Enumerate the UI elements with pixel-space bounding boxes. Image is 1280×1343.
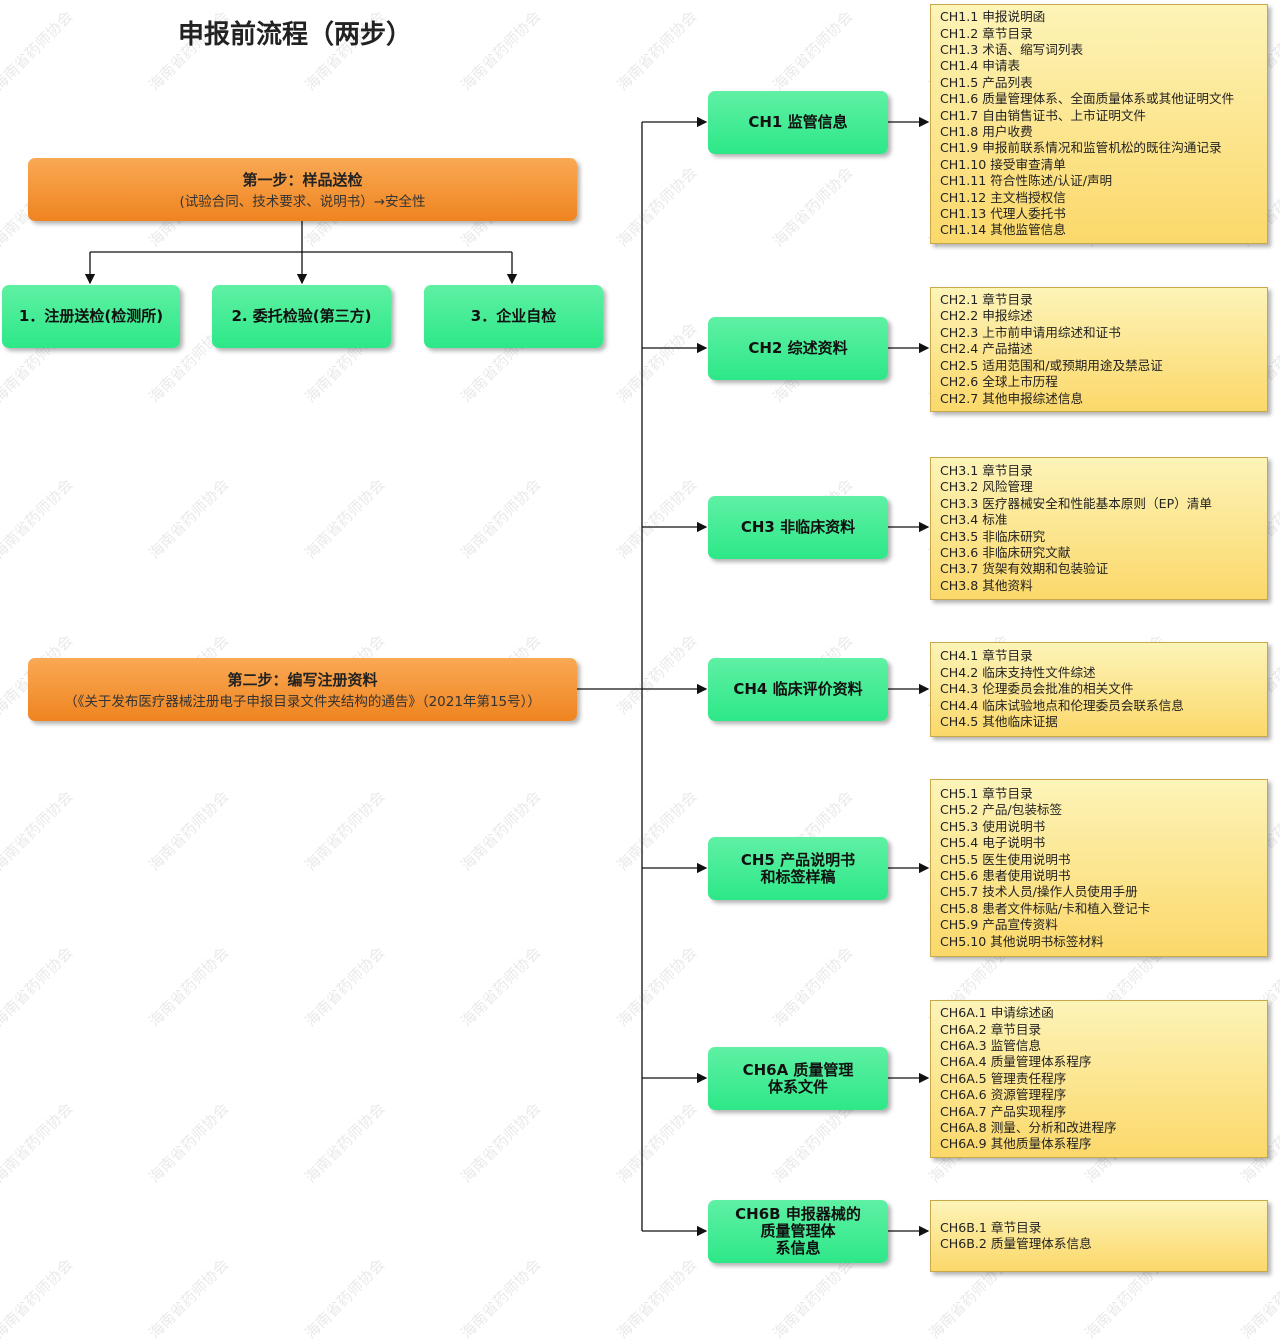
chapter-item: CH4.3 伦理委员会批准的相关文件 [940, 681, 1134, 697]
chapter-item: CH3.2 风险管理 [940, 479, 1033, 495]
chapter-item: CH1.13 代理人委托书 [940, 206, 1066, 222]
chapter-item: CH2.3 上市前申请用综述和证书 [940, 324, 1121, 340]
chapter-item: CH5.7 技术人员/操作人员使用手册 [940, 884, 1138, 900]
chapter-item: CH6A.6 资源管理程序 [940, 1087, 1067, 1103]
option-box: 1．注册送检(检测所) [2, 285, 180, 348]
chapter-item: CH1.6 质量管理体系、全面质量体系或其他证明文件 [940, 91, 1235, 107]
step2-subtitle: （《关于发布医疗器械注册电子申报目录文件夹结构的通告》（2021年第15号）） [64, 694, 541, 710]
chapter-box: CH6A 质量管理 体系文件 [708, 1047, 888, 1110]
chapter-item: CH3.1 章节目录 [940, 462, 1033, 478]
chapter-item: CH5.4 电子说明书 [940, 835, 1046, 851]
chapter-item: CH3.5 非临床研究 [940, 528, 1046, 544]
chapter-item: CH4.2 临床支持性文件综述 [940, 664, 1096, 680]
chapter-item: CH2.1 章节目录 [940, 292, 1033, 308]
chapter-item: CH1.10 接受审查清单 [940, 156, 1066, 172]
chapter-item: CH5.6 患者使用说明书 [940, 868, 1071, 883]
chapter-item: CH6A.5 管理责任程序 [940, 1070, 1067, 1086]
chapter-item: CH4.5 其他临床证据 [940, 714, 1058, 730]
chapter-item: CH5.5 医生使用说明书 [940, 851, 1071, 867]
chapter-item: CH2.4 产品描述 [940, 341, 1033, 357]
chapter-item: CH5.3 使用说明书 [940, 818, 1046, 834]
chapter-item: CH2.5 适用范围和/或预期用途及禁忌证 [940, 357, 1163, 373]
chapter-box: CH1 监管信息 [708, 91, 888, 154]
chapter-box: CH5 产品说明书 和标签样稿 [708, 837, 888, 900]
chapter-item: CH1.2 章节目录 [940, 25, 1033, 41]
chapter-item: CH6A.9 其他质量体系程序 [940, 1136, 1092, 1152]
chapter-item: CH5.2 产品/包装标签 [940, 802, 1063, 818]
chapter-item: CH1.4 申请表 [940, 58, 1021, 74]
chapter-item: CH1.7 自由销售证书、上市证明文件 [940, 107, 1147, 123]
chapter-item: CH3.7 货架有效期和包装验证 [940, 561, 1109, 577]
chapter-item: CH2.6 全球上市历程 [940, 374, 1058, 390]
chapter-item: CH3.8 其他资料 [940, 577, 1033, 593]
chapter-item: CH5.8 患者文件标贴/卡和植入登记卡 [940, 900, 1151, 916]
step2-title: 第二步：编写注册资料 [227, 671, 378, 689]
option-box: 2. 委托检验(第三方) [212, 285, 391, 348]
chapter-box: CH4 临床评价资料 [708, 658, 888, 721]
page-title: 申报前流程（两步） [177, 20, 412, 50]
chapter-item: CH6A.3 监管信息 [940, 1037, 1042, 1053]
chapter-item: CH6A.1 申请综述函 [940, 1005, 1054, 1021]
chapter-item: CH1.8 用户收费 [940, 124, 1033, 139]
chapter-item: CH6A.7 产品实现程序 [940, 1103, 1067, 1119]
option-box: 3．企业自检 [424, 285, 603, 348]
chapter-item: CH6B.2 质量管理体系信息 [940, 1236, 1092, 1251]
chapter-item: CH2.2 申报综述 [940, 308, 1033, 324]
chapter-item: CH1.5 产品列表 [940, 74, 1033, 90]
chapter-item: CH6A.2 章节目录 [940, 1021, 1042, 1037]
chapter-item: CH2.7 其他申报综述信息 [940, 390, 1084, 406]
connector-lines [84, 116, 930, 1237]
chapter-item: CH6A.8 测量、分析和改进程序 [940, 1120, 1117, 1136]
chapter-box: CH3 非临床资料 [708, 496, 888, 559]
chapter-item: CH1.3 术语、缩写词列表 [940, 41, 1084, 57]
chapter-box: CH2 综述资料 [708, 317, 888, 380]
step1-box: 第一步：样品送检 (试验合同、技术要求、说明书）→安全性 [28, 158, 577, 221]
chapter-item: CH3.4 标准 [940, 512, 1008, 528]
chapter-item: CH1.11 符合性陈述/认证/声明 [940, 173, 1113, 189]
chapter-item: CH1.1 申报说明函 [940, 9, 1046, 25]
chapter-item: CH4.4 临床试验地点和伦理委员会联系信息 [940, 697, 1184, 713]
chapter-item: CH1.14 其他监管信息 [940, 222, 1066, 238]
chapter-item: CH5.1 章节目录 [940, 785, 1033, 801]
step1-subtitle: (试验合同、技术要求、说明书）→安全性 [179, 194, 426, 210]
chapter-item: CH5.10 其他说明书标签材料 [940, 933, 1104, 949]
step1-title: 第一步：样品送检 [242, 171, 363, 189]
chapter-item: CH3.6 非临床研究文献 [940, 544, 1071, 560]
chapter-item: CH1.12 主文档授权信 [940, 189, 1066, 205]
chapter-item: CH3.3 医疗器械安全和性能基本原则（EP）清单 [940, 495, 1212, 511]
chapter-item: CH4.1 章节目录 [940, 648, 1033, 664]
chapter-item: CH5.9 产品宣传资料 [940, 917, 1058, 933]
chapter-item: CH1.9 申报前联系情况和监管机松的既往沟通记录 [940, 140, 1222, 156]
step2-box: 第二步：编写注册资料 （《关于发布医疗器械注册电子申报目录文件夹结构的通告》（2… [28, 658, 577, 721]
chapter-item: CH6B.1 章节目录 [940, 1219, 1042, 1235]
chapter-box: CH6B 申报器械的 质量管理体 系信息 [708, 1200, 888, 1263]
chapter-item: CH6A.4 质量管理体系程序 [940, 1054, 1092, 1070]
